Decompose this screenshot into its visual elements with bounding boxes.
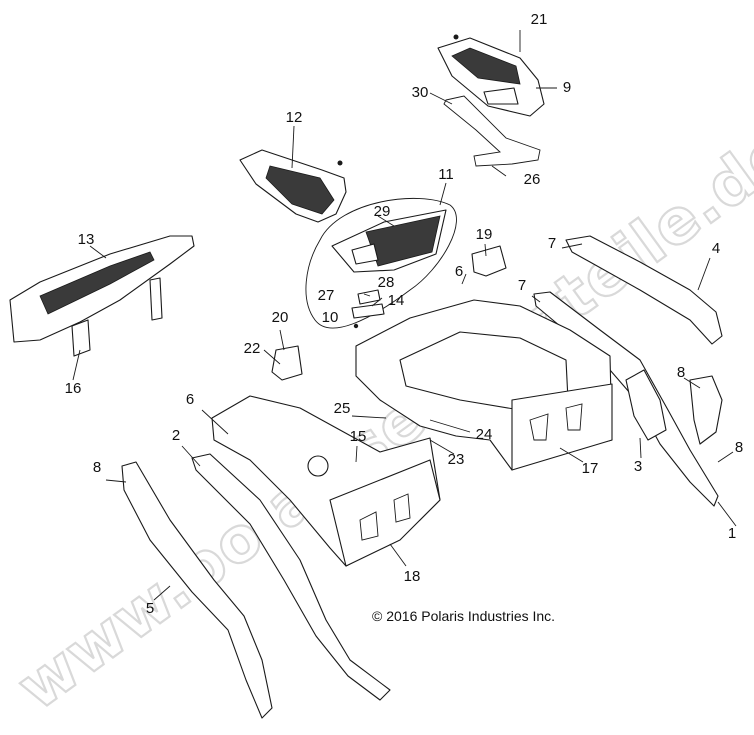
callout-4: 4	[712, 240, 720, 257]
callout-21: 21	[531, 11, 548, 28]
part-4-right-rail	[565, 235, 723, 445]
callout-20: 20	[272, 309, 289, 326]
callout-19: 19	[476, 226, 493, 243]
callout-11: 11	[438, 166, 454, 183]
callout-27: 27	[318, 287, 335, 304]
callout-13: 13	[78, 231, 95, 248]
callout-18: 18	[404, 568, 421, 585]
callout-16: 16	[65, 380, 82, 397]
callout-17: 17	[582, 460, 599, 477]
part-9-cargo-cover	[437, 34, 545, 117]
callout-8a: 8	[677, 364, 685, 381]
part-30-seal	[443, 95, 541, 167]
part-12-vent	[239, 149, 347, 223]
callout-15: 15	[350, 428, 367, 445]
callout-6a: 6	[186, 391, 194, 408]
callout-14: 14	[388, 292, 405, 309]
callout-3: 3	[634, 458, 642, 475]
callouts: 1 2 3 4 5 6 6 7 7 8 8 8 9 10 11 12 13 14…	[65, 11, 744, 617]
callout-28: 28	[378, 274, 395, 291]
callout-1: 1	[728, 525, 736, 542]
leader-lines	[72, 30, 737, 601]
part-18-front-box	[211, 395, 441, 567]
part-20-bracket	[271, 345, 303, 381]
callout-7b: 7	[518, 277, 526, 294]
callout-24: 24	[476, 426, 493, 443]
part-13-dash-panel	[9, 235, 195, 357]
part-11-storage-group	[305, 197, 457, 329]
callout-6b: 6	[455, 263, 463, 280]
callout-23: 23	[448, 451, 465, 468]
callout-30: 30	[412, 84, 429, 101]
callout-8b: 8	[735, 439, 743, 456]
copyright-text: © 2016 Polaris Industries Inc.	[372, 608, 555, 624]
callout-5: 5	[146, 600, 154, 617]
callout-29: 29	[374, 203, 391, 220]
part-19-bracket	[471, 245, 507, 277]
callout-7a: 7	[548, 235, 556, 252]
callout-10: 10	[322, 309, 339, 326]
callout-9: 9	[563, 79, 571, 96]
callout-8c: 8	[93, 459, 101, 476]
part-2-left-lower-panel	[191, 453, 391, 701]
part-17-rear-box	[355, 299, 613, 471]
callout-26: 26	[524, 171, 541, 188]
callout-22: 22	[244, 340, 261, 357]
callout-25: 25	[334, 400, 351, 417]
callout-12: 12	[286, 109, 303, 126]
callout-2: 2	[172, 427, 180, 444]
part-5-left-front-panel	[121, 461, 273, 719]
